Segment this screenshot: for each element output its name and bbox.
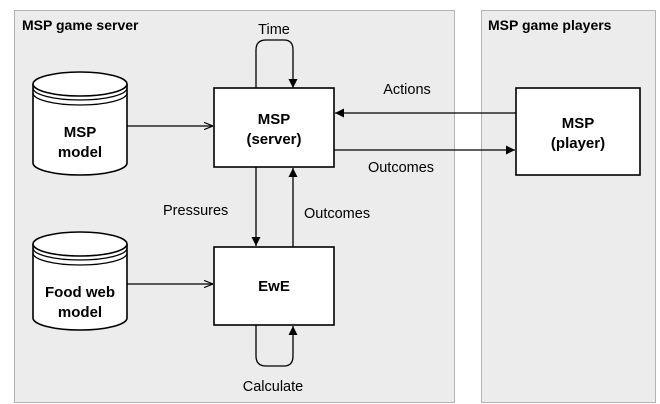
msp-server-box: MSP (server) bbox=[213, 87, 335, 168]
time-loop-arrow bbox=[255, 39, 298, 88]
msp-server-label-line1: MSP bbox=[258, 111, 291, 128]
ewe-box: EwE bbox=[213, 246, 335, 326]
calculate-loop-arrow bbox=[255, 325, 298, 367]
food-web-model-database: Food web model bbox=[32, 231, 128, 331]
server-panel: MSP game server bbox=[14, 10, 455, 403]
players-panel-title: MSP game players bbox=[488, 17, 612, 33]
players-panel: MSP game players bbox=[481, 10, 656, 403]
time-label: Time bbox=[258, 22, 290, 38]
calculate-label: Calculate bbox=[243, 379, 303, 395]
msp-player-label-line2: (player) bbox=[551, 135, 605, 152]
outcomes-from-ewe-label: Outcomes bbox=[304, 206, 370, 222]
msp-model-label-line2: model bbox=[58, 144, 102, 161]
actions-label: Actions bbox=[383, 82, 431, 98]
ewe-label: EwE bbox=[258, 278, 290, 295]
msp-player-label-line1: MSP bbox=[562, 115, 595, 132]
msp-model-database: MSP model bbox=[32, 71, 128, 176]
pressures-label: Pressures bbox=[163, 203, 228, 219]
msp-server-label-line2: (server) bbox=[246, 131, 301, 148]
msp-player-box: MSP (player) bbox=[515, 87, 641, 176]
food-web-model-label-line1: Food web bbox=[45, 284, 115, 301]
food-web-model-label-line2: model bbox=[58, 304, 102, 321]
outcomes-to-player-label: Outcomes bbox=[368, 160, 434, 176]
server-panel-title: MSP game server bbox=[22, 17, 139, 33]
msp-model-label-line1: MSP bbox=[64, 124, 97, 141]
